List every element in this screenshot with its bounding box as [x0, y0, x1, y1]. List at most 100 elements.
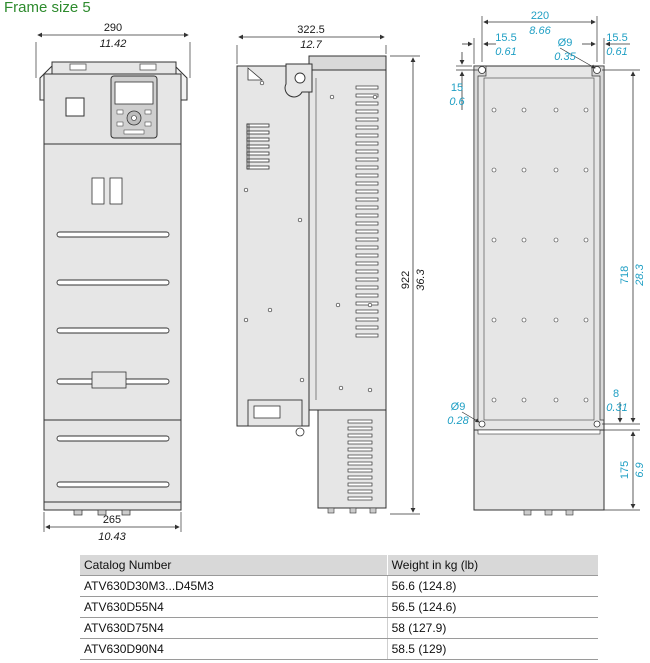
side-height-mm: 922	[400, 271, 412, 289]
mounting-dot	[521, 317, 527, 323]
vent-slot	[347, 475, 373, 480]
rear-hole-spacing-in: 8.66	[529, 25, 551, 37]
vent-slot	[347, 489, 373, 494]
vent-slot	[355, 325, 379, 330]
mounting-dot	[583, 237, 589, 243]
mounting-dot	[521, 237, 527, 243]
vent-slot	[355, 333, 379, 338]
vent-slot	[355, 93, 379, 98]
vent-slot	[355, 213, 379, 218]
keypad-display	[110, 75, 158, 139]
mounting-dot	[553, 397, 559, 403]
front-bottom-width-mm: 265	[103, 514, 121, 526]
vent-slot	[347, 426, 373, 431]
catalog-number-cell: ATV630D30M3...D45M3	[80, 575, 388, 597]
vent-slot	[355, 269, 379, 274]
front-top-width-in: 11.42	[100, 38, 127, 50]
vent-slot	[355, 149, 379, 154]
rear-view: 220 8.66 15.5 0.61 Ø9 0.35 15.5 0.61 15 …	[447, 10, 646, 516]
vent-slot	[355, 189, 379, 194]
vent-slot	[355, 253, 379, 258]
vent-slot	[355, 133, 379, 138]
mounting-dot	[583, 397, 589, 403]
vent-slot	[355, 293, 379, 298]
side-view: 322.5 12.7 922 36.3	[236, 24, 427, 515]
weight-cell: 58.5 (129)	[386, 638, 598, 660]
rear-lower-box-mm: 175	[619, 461, 631, 479]
vent-slot	[347, 454, 373, 459]
vent-slot	[355, 261, 379, 266]
rear-right-offset-in: 0.61	[606, 46, 627, 58]
mounting-dot	[553, 237, 559, 243]
side-depth-mm: 322.5	[297, 24, 325, 36]
vent-slot	[347, 468, 373, 473]
table-row: ATV630D75N4 58 (127.9)	[80, 617, 598, 639]
vent-slot	[355, 205, 379, 210]
vent-slot	[355, 197, 379, 202]
rear-left-offset-in: 0.61	[495, 46, 516, 58]
table-row: ATV630D30M3...D45M3 56.6 (124.8)	[80, 575, 598, 597]
mounting-dot	[553, 167, 559, 173]
rear-hole-height-mm: 718	[619, 266, 631, 284]
rear-top-offset-in: 0.6	[449, 96, 465, 108]
rear-top-hole-dia-mm: Ø9	[558, 37, 573, 49]
vent-slot	[347, 482, 373, 487]
vent-slot	[355, 237, 379, 242]
vent-slot	[347, 433, 373, 438]
mounting-dot	[491, 167, 497, 173]
table-row: ATV630D90N4 58.5 (129)	[80, 638, 598, 660]
vent-slot	[355, 221, 379, 226]
vent-slot	[355, 285, 379, 290]
vent-slot	[355, 165, 379, 170]
rear-bottom-offset-mm: 8	[613, 388, 619, 400]
mounting-dot	[521, 167, 527, 173]
rear-bottom-offset-in: 0.31	[606, 402, 627, 414]
column-header: Weight in kg (lb)	[386, 555, 598, 576]
vent-slot	[355, 277, 379, 282]
rear-top-offset-mm: 15	[451, 82, 463, 94]
rear-bottom-hole-dia-in: 0.28	[447, 415, 469, 427]
side-depth-in: 12.7	[300, 39, 322, 51]
weight-table: Catalog Number Weight in kg (lb) ATV630D…	[80, 555, 598, 660]
mounting-dot	[553, 107, 559, 113]
mounting-dot	[583, 167, 589, 173]
column-header: Catalog Number	[80, 555, 388, 576]
front-view: 290 11.42 265 10.43	[35, 22, 191, 543]
catalog-number-cell: ATV630D55N4	[80, 596, 388, 618]
rear-hole-spacing-mm: 220	[531, 10, 549, 22]
vent-slot	[355, 317, 379, 322]
vent-slot	[355, 173, 379, 178]
mounting-dot	[491, 317, 497, 323]
vent-slot	[347, 496, 373, 501]
vent-slot	[355, 309, 379, 314]
vent-slot	[355, 109, 379, 114]
vent-slot	[355, 301, 379, 306]
mounting-dot	[583, 107, 589, 113]
table-header-row: Catalog Number Weight in kg (lb)	[80, 555, 598, 576]
catalog-number-cell: ATV630D90N4	[80, 638, 388, 660]
catalog-number-cell: ATV630D75N4	[80, 617, 388, 639]
mounting-dot	[521, 107, 527, 113]
vent-slot	[347, 419, 373, 424]
vent-slot	[355, 101, 379, 106]
rear-hole-height-in: 28.3	[634, 263, 646, 286]
vent-slot	[347, 461, 373, 466]
rear-right-offset-mm: 15.5	[606, 32, 627, 44]
vent-slot	[355, 141, 379, 146]
mounting-dot	[521, 397, 527, 403]
front-top-width-mm: 290	[104, 22, 122, 34]
vent-slot	[347, 440, 373, 445]
dimension-drawing: 290 11.42 265 10.43	[35, 10, 646, 543]
side-height-in: 36.3	[415, 268, 427, 290]
vent-slot	[355, 85, 379, 90]
vent-slot	[347, 447, 373, 452]
rear-left-offset-mm: 15.5	[495, 32, 516, 44]
vent-slot	[355, 229, 379, 234]
vent-slot	[355, 117, 379, 122]
frame-size-title: Frame size 5	[4, 0, 91, 16]
weight-cell: 58 (127.9)	[386, 617, 598, 639]
mounting-dot	[491, 237, 497, 243]
mounting-dot	[583, 317, 589, 323]
vent-slot	[355, 245, 379, 250]
rear-lower-box-in: 6.9	[634, 462, 646, 477]
